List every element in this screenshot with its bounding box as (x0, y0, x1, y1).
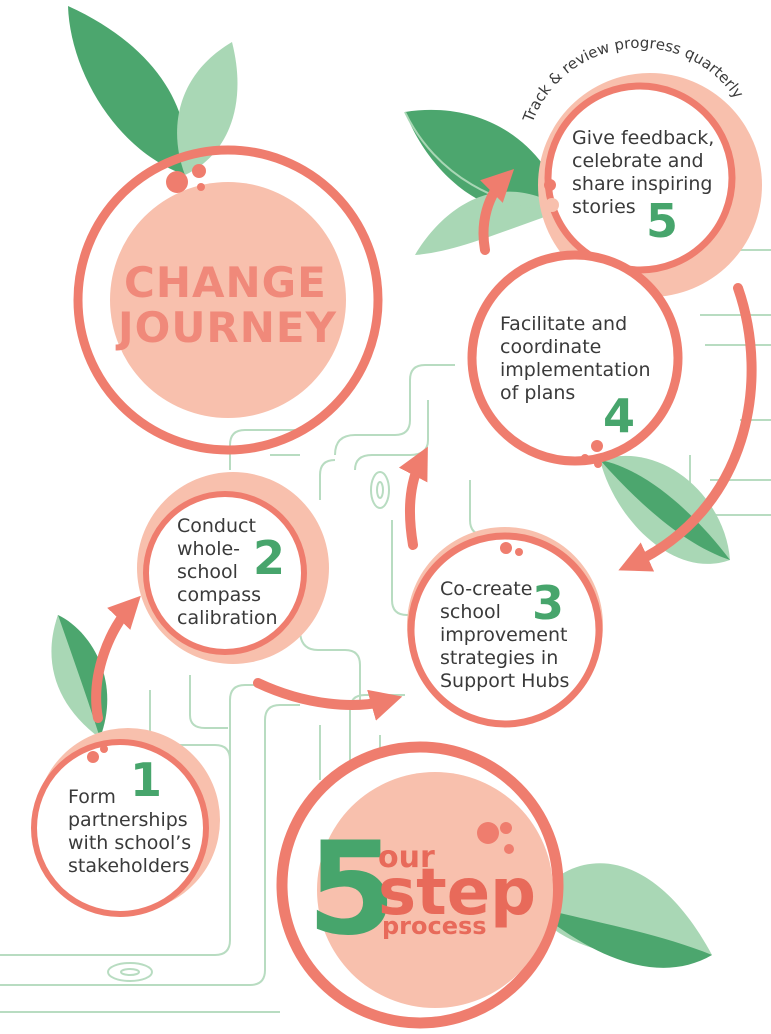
step-3-line: school (440, 601, 501, 623)
step-5-line: share inspiring (572, 173, 713, 195)
title-line-2: JOURNEY (118, 303, 338, 352)
arrow-1-to-2 (91, 595, 141, 723)
step-2-line: school (177, 561, 238, 583)
step-4-line: Facilitate and (500, 313, 628, 335)
step-2-line: Conduct (177, 515, 256, 537)
step-2-text: Conduct whole- school compass calibratio… (177, 515, 278, 630)
step-4-text: Facilitate and coordinate implementation… (500, 313, 651, 405)
five-step-step: step (378, 856, 536, 930)
arrow-3-to-4 (398, 446, 428, 550)
step-1-circle (31, 728, 220, 917)
step-1-number: 1 (130, 753, 163, 807)
step-2-line: compass (177, 584, 262, 606)
step-1-line: with school’s (68, 832, 192, 854)
step-1-text: Form partnerships with school’s stakehol… (68, 786, 191, 878)
step-4-circle (467, 250, 683, 466)
step-5-line: stories (572, 196, 636, 218)
flow-arrows (91, 168, 757, 723)
step-1-line: stakeholders (68, 855, 190, 877)
step-5-number: 5 (646, 194, 679, 248)
leaf-step-4 (600, 455, 730, 564)
berry-dots-light (545, 198, 559, 212)
step-3-line: Support Hubs (440, 670, 570, 692)
step-2-line: calibration (177, 607, 278, 629)
five-step-five: 5 (307, 815, 397, 964)
step-3-line: strategies in (440, 647, 559, 669)
step-2-number: 2 (253, 531, 286, 585)
step-2-line: whole- (177, 538, 241, 560)
berry-dots (87, 164, 603, 854)
step-5-line: celebrate and (572, 150, 704, 172)
arrow-2-to-3 (253, 678, 403, 721)
circuit-nodes (107, 471, 390, 982)
change-journey-circle (73, 145, 383, 455)
step-3-number: 3 (532, 576, 565, 630)
step-4-line: implementation (500, 359, 651, 381)
arrow-5-loop-to-3 (618, 283, 757, 572)
step-4-line: coordinate (500, 336, 602, 358)
leaf-five-step (530, 863, 712, 968)
step-5-text: Give feedback, celebrate and share inspi… (572, 127, 714, 219)
step-1-line: Form (68, 786, 116, 808)
step-2-circle (137, 472, 329, 664)
arrow-4-to-5 (478, 168, 515, 255)
step-3-line: improvement (440, 624, 568, 646)
title-line-1: CHANGE (124, 258, 327, 307)
five-step-our: our (378, 840, 435, 875)
leaf-top-left (68, 6, 238, 175)
step-5-line: Give feedback, (572, 127, 715, 149)
five-step-process: process (382, 912, 487, 940)
step-4-line: of plans (500, 382, 576, 404)
step-4-number: 4 (603, 389, 636, 443)
step-1-line: partnerships (68, 809, 188, 831)
step-3-circle (407, 527, 603, 728)
step-3-text: Co-create school improvement strategies … (440, 578, 569, 693)
step-3-line: Co-create (440, 578, 533, 600)
step-5-circle (538, 73, 762, 297)
